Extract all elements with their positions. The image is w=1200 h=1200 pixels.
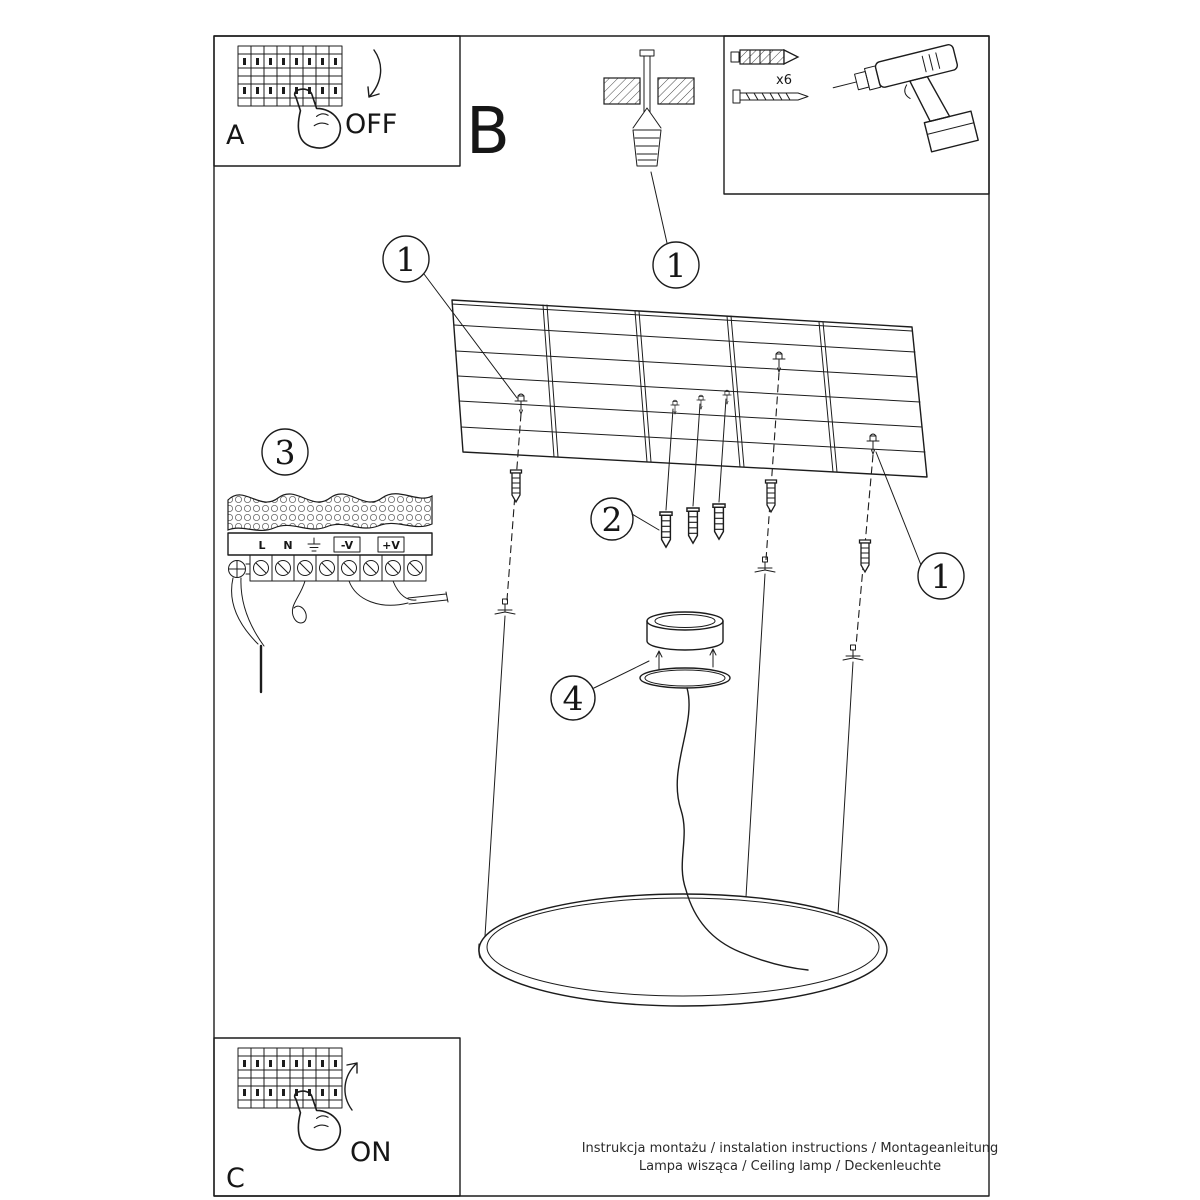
ceiling-slab-right [657,77,695,105]
terminal-label-posv: +V [382,539,400,552]
on-label: ON [350,1137,391,1168]
hardware-box-border [723,35,990,195]
terminal-label-negv: -V [341,539,354,552]
power-off-panel: OFF A [213,35,461,167]
anchor-spring [632,129,662,167]
suspended-ceiling-grid [451,299,928,478]
panel-a-label: A [226,120,245,151]
footer-line-2: Lampa wisząca / Ceiling lamp / Deckenleu… [639,1159,941,1174]
wiring-wires [231,577,449,694]
hardware-box: x6 [723,35,990,195]
callout-1-top: 1 [650,171,700,289]
panel-c-label: C [226,1163,245,1194]
callout-2: 2 [590,497,660,541]
svg-text:4: 4 [563,679,584,718]
canopy-dowel-2 [686,507,700,544]
mounting-screw-right [866,433,880,455]
suspension-cable-right [837,661,854,915]
canopy-screw-1 [670,399,680,415]
curved-arrow-down-icon [367,49,382,98]
ground-symbol [307,537,321,552]
wall-plug-left [509,469,523,503]
canopy-dowel-1 [659,511,673,548]
footer-line-1: Instrukcja montażu / instalation instruc… [582,1141,999,1156]
wall-plug-middle [764,479,778,513]
svg-text:3: 3 [275,433,296,472]
terminal-label-l: L [258,539,265,552]
power-cord [676,687,809,971]
assembly-arrows [655,648,717,670]
terminal-screws [249,554,427,582]
svg-text:1: 1 [931,557,952,596]
dashed-leader-middle [765,372,780,561]
wall-plug-icon [730,48,800,66]
ceiling-anchor-illustration [603,49,695,167]
ring-lamp [478,893,888,1007]
breaker-panel-icon-c [236,1046,344,1110]
canopy-dowel-3 [712,503,726,540]
ceiling-slab-left [603,77,641,105]
step-b-label: B [466,95,510,169]
breaker-panel-icon [236,44,344,108]
canopy-dowel-lines [665,398,727,511]
panel-c-box [213,1037,461,1197]
screw-icon [732,89,809,104]
toggle-anchor-middle [754,556,776,573]
toggle-anchor-left [494,598,516,615]
terminal-block: L N -V +V [227,532,433,582]
callout-4: 4 [550,660,650,721]
curved-arrow-up-icon [344,1062,358,1111]
ground-screw [228,560,251,578]
anchor-wings [632,107,662,129]
canopy-screw-2 [696,394,706,410]
bolt-shaft [643,55,651,113]
callout-1-right: 1 [875,451,965,600]
wall-plug-right [858,539,872,573]
wiring-diagram: L N -V +V [227,493,449,694]
bolt-head [639,49,655,57]
off-label: OFF [345,109,397,140]
toggle-anchor-right [842,644,864,661]
svg-text:1: 1 [666,246,687,285]
terminal-label-n: N [283,539,292,552]
drill-icon [832,44,979,153]
callout-1-left: 1 [382,235,518,399]
canopy-screw-3 [722,389,732,405]
dashed-leader-left [506,413,522,601]
canopy-illustration [639,611,731,689]
ceiling-band [227,493,433,532]
panel-a-box [213,35,461,167]
suspension-cable-left [484,615,506,937]
svg-text:2: 2 [602,500,623,539]
power-on-panel: ON C [213,1037,461,1197]
suspension-cable-middle [745,573,766,898]
page-border [213,35,990,1197]
callout-3: 3 [261,428,309,476]
anchor-count-label: x6 [776,73,792,88]
svg-text:1: 1 [396,240,417,279]
